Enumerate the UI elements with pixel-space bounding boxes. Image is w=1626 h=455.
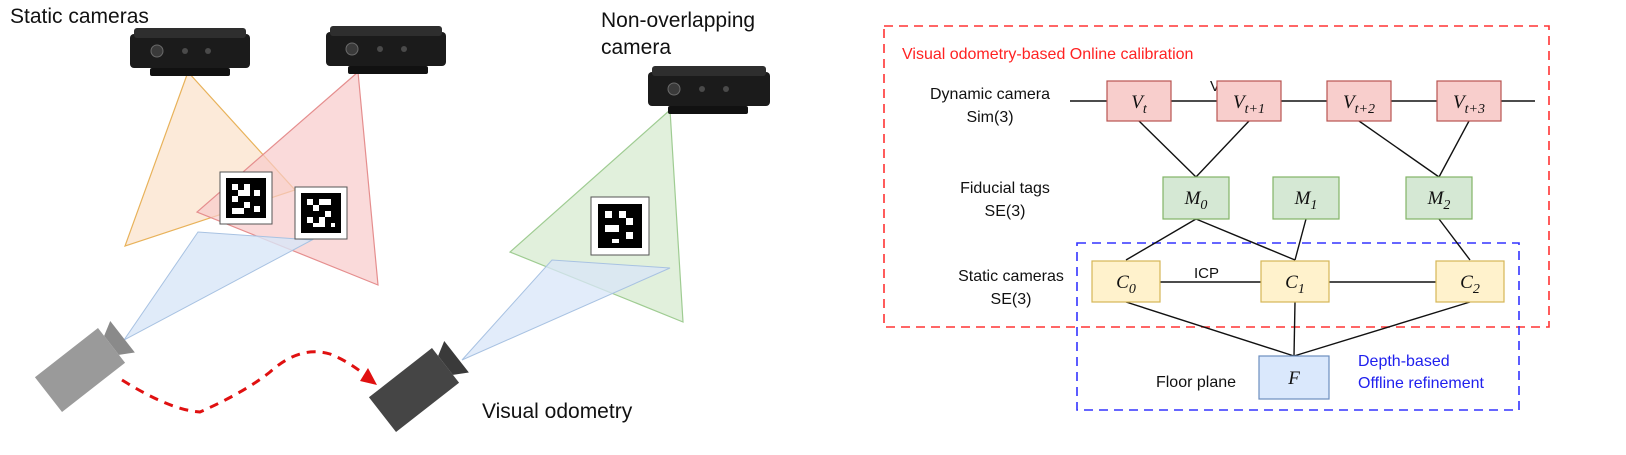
- offline-box-label-line1: Depth-based: [1358, 353, 1450, 370]
- edge-m0-c1: [1195, 218, 1296, 261]
- node-m1-base: M: [1294, 188, 1312, 209]
- static-cameras-label: Static cameras: [10, 5, 149, 28]
- node-m1-sub: 1: [1310, 198, 1317, 213]
- node-v3-sub: t+3: [1465, 102, 1485, 117]
- icp-edge-label: ICP: [1194, 265, 1219, 282]
- edge-v2-m2: [1358, 120, 1440, 178]
- edge-c2-f: [1293, 301, 1471, 357]
- node-m1: M1: [1272, 176, 1340, 220]
- blue-frustum-left: [123, 231, 314, 341]
- node-v1: Vt+1: [1216, 80, 1282, 122]
- edge-c0-f: [1125, 301, 1295, 357]
- static-cameras-row-label: Static cameras: [958, 268, 1064, 285]
- blue-frustum-right: [461, 259, 671, 361]
- node-c2-base: C: [1460, 272, 1473, 293]
- dynamic-camera-row-sublabel: Sim(3): [966, 109, 1013, 126]
- svg-text:C1: C1: [1285, 272, 1305, 297]
- edge-m0-c0: [1125, 218, 1197, 261]
- node-v3-base: V: [1453, 92, 1467, 113]
- dynamic-camera-row-label: Dynamic camera: [930, 86, 1050, 103]
- node-v1-base: V: [1233, 92, 1247, 113]
- static-cameras-row-sublabel: SE(3): [991, 291, 1032, 308]
- trajectory-arrow: [121, 350, 367, 414]
- svg-text:Vt+2: Vt+2: [1343, 92, 1375, 117]
- dynamic-camera-end-icon: [368, 340, 469, 432]
- non-overlapping-label-line2: camera: [601, 36, 671, 59]
- svg-text:M2: M2: [1427, 188, 1451, 213]
- trajectory-arrowhead: [360, 368, 377, 385]
- edge-v3-m2: [1438, 120, 1470, 178]
- node-c0-sub: 0: [1129, 282, 1136, 297]
- edge-c1-f: [1293, 301, 1296, 357]
- floor-plane-row-label: Floor plane: [1156, 374, 1236, 391]
- fiducial-tags-row-sublabel: SE(3): [985, 203, 1026, 220]
- dynamic-camera-start-icon: [34, 320, 135, 412]
- non-overlapping-camera-icon: [648, 66, 770, 114]
- node-m0-base: M: [1184, 188, 1202, 209]
- non-overlapping-label-line1: Non-overlapping: [601, 9, 755, 32]
- svg-text:Vt: Vt: [1131, 92, 1148, 117]
- svg-text:M0: M0: [1184, 188, 1208, 213]
- node-c1-base: C: [1285, 272, 1298, 293]
- svg-text:Vt+3: Vt+3: [1453, 92, 1485, 117]
- svg-text:C0: C0: [1116, 272, 1136, 297]
- node-c0: C0: [1091, 260, 1161, 303]
- online-calibration-box: [883, 25, 1550, 328]
- node-v0-base: V: [1131, 92, 1145, 113]
- offline-box-label-line2: Offline refinement: [1358, 375, 1485, 392]
- svg-text:C2: C2: [1460, 272, 1480, 297]
- node-v2-sub: t+2: [1355, 102, 1375, 117]
- node-c1-sub: 1: [1298, 282, 1305, 297]
- online-box-label: Visual odometry-based Online calibration: [902, 46, 1193, 63]
- static-camera-1-icon: [130, 28, 250, 76]
- fiducial-marker-3-icon: [590, 196, 650, 256]
- edge-v0-m0: [1138, 120, 1197, 178]
- edge-m1-c1: [1294, 218, 1307, 261]
- offline-refinement-box: [1076, 242, 1520, 411]
- node-m2-sub: 2: [1443, 198, 1450, 213]
- edge-m2-c2: [1438, 218, 1471, 261]
- fiducial-tags-row-label: Fiducial tags: [960, 180, 1050, 197]
- node-v1-sub: t+1: [1245, 102, 1265, 117]
- node-m2-base: M: [1427, 188, 1445, 209]
- node-c0-base: C: [1116, 272, 1129, 293]
- node-m0: M0: [1162, 176, 1230, 220]
- node-f-base: F: [1287, 368, 1300, 389]
- static-camera-2-icon: [326, 26, 446, 74]
- left-illustration: Static cameras Non-overlapping camera Vi…: [10, 5, 770, 432]
- svg-text:M1: M1: [1294, 188, 1318, 213]
- node-v0-sub: t: [1143, 102, 1148, 117]
- svg-text:F: F: [1287, 368, 1300, 389]
- node-c1: C1: [1260, 260, 1330, 303]
- node-v2-base: V: [1343, 92, 1357, 113]
- node-v3: Vt+3: [1436, 80, 1502, 122]
- node-m0-sub: 0: [1200, 198, 1207, 213]
- node-c2-sub: 2: [1473, 282, 1480, 297]
- graph-edges: [1070, 100, 1535, 357]
- edge-v1-m0: [1195, 120, 1250, 178]
- node-c2: C2: [1435, 260, 1505, 303]
- visual-odometry-label: Visual odometry: [482, 400, 633, 423]
- node-v2: Vt+2: [1326, 80, 1392, 122]
- factor-graph: Visual odometry-based Online calibration…: [883, 25, 1550, 411]
- svg-text:Vt+1: Vt+1: [1233, 92, 1265, 117]
- fiducial-marker-1-icon: [219, 171, 273, 225]
- node-v0: Vt: [1106, 80, 1172, 122]
- node-f: F: [1258, 355, 1330, 400]
- node-m2: M2: [1405, 176, 1473, 220]
- fiducial-marker-2-icon: [294, 186, 348, 240]
